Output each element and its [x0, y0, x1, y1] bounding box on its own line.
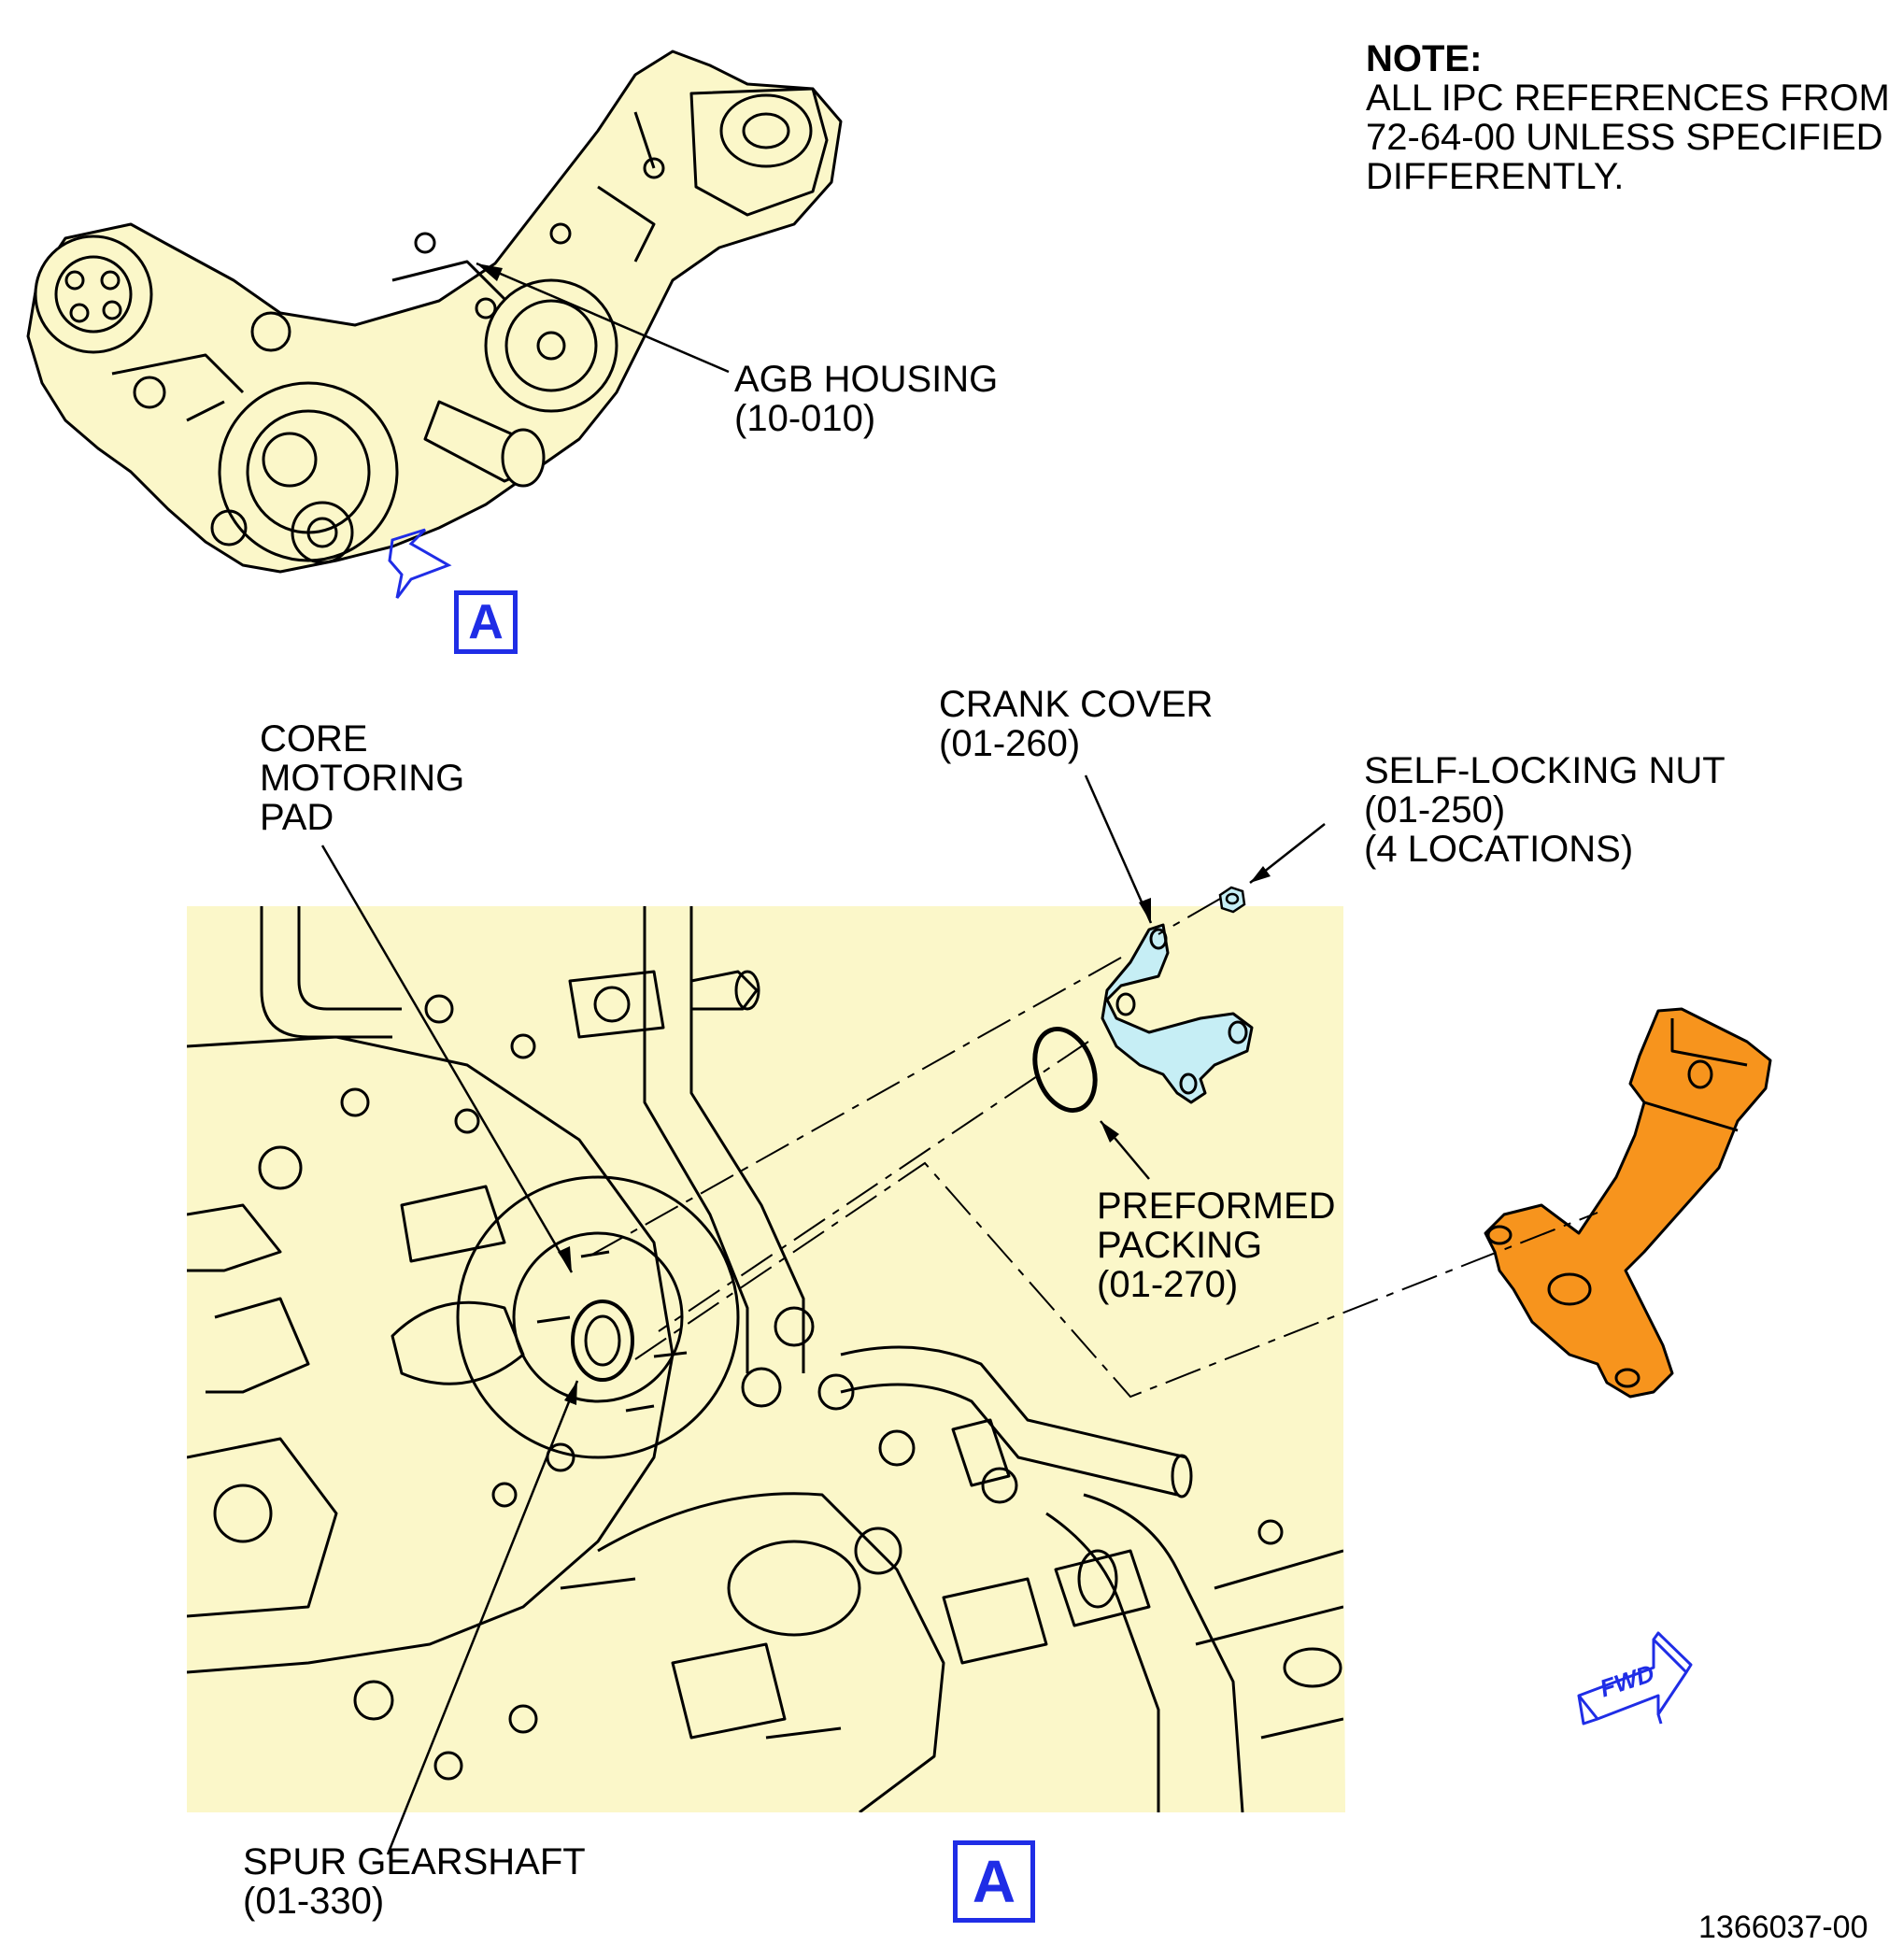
view-a-letter: A — [972, 1848, 1016, 1915]
motoring-tool-part — [1484, 1007, 1772, 1399]
note-line: 72-64-00 UNLESS SPECIFIED — [1366, 117, 1883, 158]
note-title: NOTE: — [1366, 38, 1483, 79]
leader-lines — [320, 774, 1326, 1855]
self-locking-nut-name: SELF-LOCKING NUT — [1364, 750, 1726, 791]
fwd-arrow-icon — [1577, 1631, 1693, 1726]
self-locking-nut-qty: (4 LOCATIONS) — [1364, 829, 1634, 870]
core-motoring-pad-line: PAD — [260, 797, 334, 838]
preformed-packing-line: PACKING — [1097, 1225, 1263, 1266]
crank-cover-ref: (01-260) — [939, 723, 1081, 764]
crank-cover-part — [1101, 923, 1254, 1104]
note-block: NOTE: ALL IPC REFERENCES FROM 72-64-00 U… — [1366, 39, 1889, 196]
core-motoring-pad-line: MOTORING — [260, 758, 465, 799]
self-locking-nut-part — [1218, 886, 1246, 914]
agb-housing-ref: (10-010) — [734, 398, 876, 439]
crank-cover-name: CRANK COVER — [939, 684, 1214, 725]
view-a-direction-arrow — [388, 528, 452, 599]
spur-gearshaft-label: SPUR GEARSHAFT (01-330) — [243, 1842, 586, 1921]
preformed-packing-ref: (01-270) — [1097, 1264, 1239, 1305]
note-line: ALL IPC REFERENCES FROM — [1366, 78, 1889, 119]
agb-engine-overview — [26, 50, 843, 574]
preformed-packing-line: PREFORMED — [1097, 1186, 1336, 1227]
figure-number: 1366037-00 — [1698, 1910, 1868, 1945]
note-line: DIFFERENTLY. — [1366, 156, 1625, 197]
self-locking-nut-label: SELF-LOCKING NUT (01-250) (4 LOCATIONS) — [1364, 751, 1726, 869]
agb-housing-leader — [476, 262, 730, 374]
alignment-lines — [588, 898, 1598, 1399]
leader-arrowheads — [558, 866, 1271, 1405]
preformed-packing-part — [1032, 1026, 1098, 1114]
detail-view-a — [187, 906, 1345, 1812]
view-a-marker-upper: A — [454, 590, 518, 654]
view-a-marker-lower: A — [953, 1840, 1035, 1923]
core-motoring-pad-line: CORE — [260, 718, 368, 760]
core-motoring-pad-label: CORE MOTORING PAD — [260, 719, 464, 837]
agb-housing-name: AGB HOUSING — [734, 359, 999, 400]
crank-cover-label: CRANK COVER (01-260) — [939, 685, 1213, 763]
spur-gearshaft-name: SPUR GEARSHAFT — [243, 1841, 586, 1882]
preformed-packing-label: PREFORMED PACKING (01-270) — [1097, 1186, 1336, 1304]
view-a-letter: A — [468, 595, 504, 649]
spur-gearshaft-ref: (01-330) — [243, 1881, 385, 1922]
self-locking-nut-ref: (01-250) — [1364, 789, 1506, 831]
agb-housing-label: AGB HOUSING (10-010) — [734, 360, 998, 438]
